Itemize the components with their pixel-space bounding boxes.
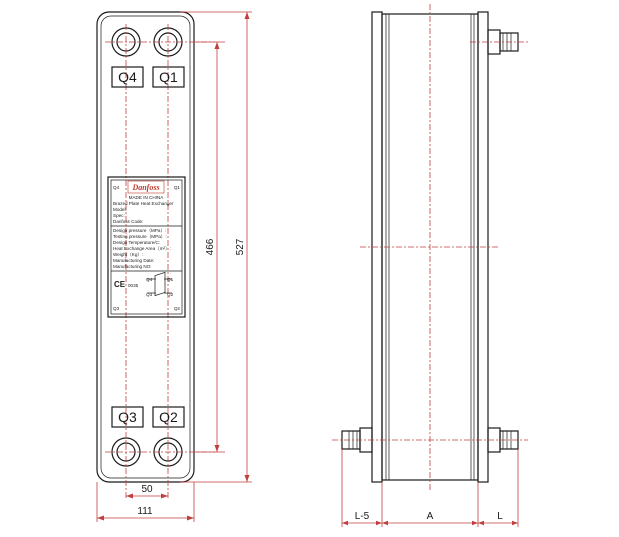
dimension-a: A xyxy=(427,511,434,522)
dimension-111: 111 xyxy=(137,506,153,517)
nameplate-inner-border xyxy=(110,179,183,315)
nameplate-testing-pressure: Testing pressure（MPa）: xyxy=(113,234,167,239)
brand-logo: Danfoss xyxy=(131,183,159,192)
plate-inner-outline xyxy=(100,15,191,479)
nameplate-code: Danfoss Code: xyxy=(113,219,143,224)
nameplate-product: Brazed Plate Heat Exchanger xyxy=(113,201,174,206)
nameplate-corner-q3: Q3 xyxy=(113,306,120,311)
nameplate-corner-q4: Q4 xyxy=(113,185,120,190)
ce-mark: CE xyxy=(114,280,126,289)
dimension-l-minus-5: L-5 xyxy=(355,511,370,522)
port-label-q1: Q1 xyxy=(159,69,178,85)
nameplate-mfg-no: Manufacturing NO: xyxy=(113,264,152,269)
dimension-466: 466 xyxy=(205,238,216,255)
brand-logo-box xyxy=(127,180,165,194)
nameplate-mfg-date: Manufacturing Date: xyxy=(113,258,154,263)
flow-label-q3: Q3 xyxy=(146,292,153,297)
nameplate-corner-q2: Q2 xyxy=(174,306,181,311)
side-view xyxy=(332,4,528,492)
nameplate-spec: Spec: xyxy=(113,213,125,218)
dimension-527: 527 xyxy=(235,238,246,255)
nameplate: Q4 Q1 Danfoss MADE IN CHINA Brazed Plate… xyxy=(107,176,186,318)
ce-number: 0035 xyxy=(128,283,139,288)
dimension-50: 50 xyxy=(141,484,153,495)
front-dimensions: 466 527 50 111 xyxy=(96,11,252,522)
nameplate-design-pressure: Design pressure（MPa）: xyxy=(113,228,166,233)
nameplate-design-temperature: Design Temperature/C: xyxy=(113,240,160,245)
flow-label-q1: Q1 xyxy=(167,277,174,282)
port-label-box-q2 xyxy=(152,406,185,428)
flow-diagram: Q4 Q1 Q3 Q2 xyxy=(146,271,174,297)
port-label-q4: Q4 xyxy=(118,69,137,85)
port-label-box-q3 xyxy=(111,406,144,428)
dimension-l: L xyxy=(497,511,503,522)
front-view: Q4 Q1 Q3 Q2 Q4 Q1 Danfoss MADE IN CHINA … xyxy=(96,11,215,500)
flow-label-q2: Q2 xyxy=(167,292,174,297)
port-label-box-q1 xyxy=(152,66,185,88)
nameplate-corner-q1: Q1 xyxy=(174,185,181,190)
port-label-q2: Q2 xyxy=(159,409,178,425)
nameplate-made-in: MADE IN CHINA xyxy=(129,195,165,200)
nameplate-weight: Weight（Kg）: xyxy=(113,252,143,257)
side-dimensions: L-5 A L xyxy=(341,449,519,527)
plate-outer-outline xyxy=(96,11,195,483)
flow-label-q4: Q4 xyxy=(146,277,153,282)
port-label-q3: Q3 xyxy=(118,409,137,425)
nameplate-model: Model: xyxy=(113,207,127,212)
nameplate-heat-area: Heat Exchange Area（m²）: xyxy=(113,246,171,251)
nameplate-border xyxy=(107,176,186,318)
port-label-box-q4 xyxy=(111,66,144,88)
